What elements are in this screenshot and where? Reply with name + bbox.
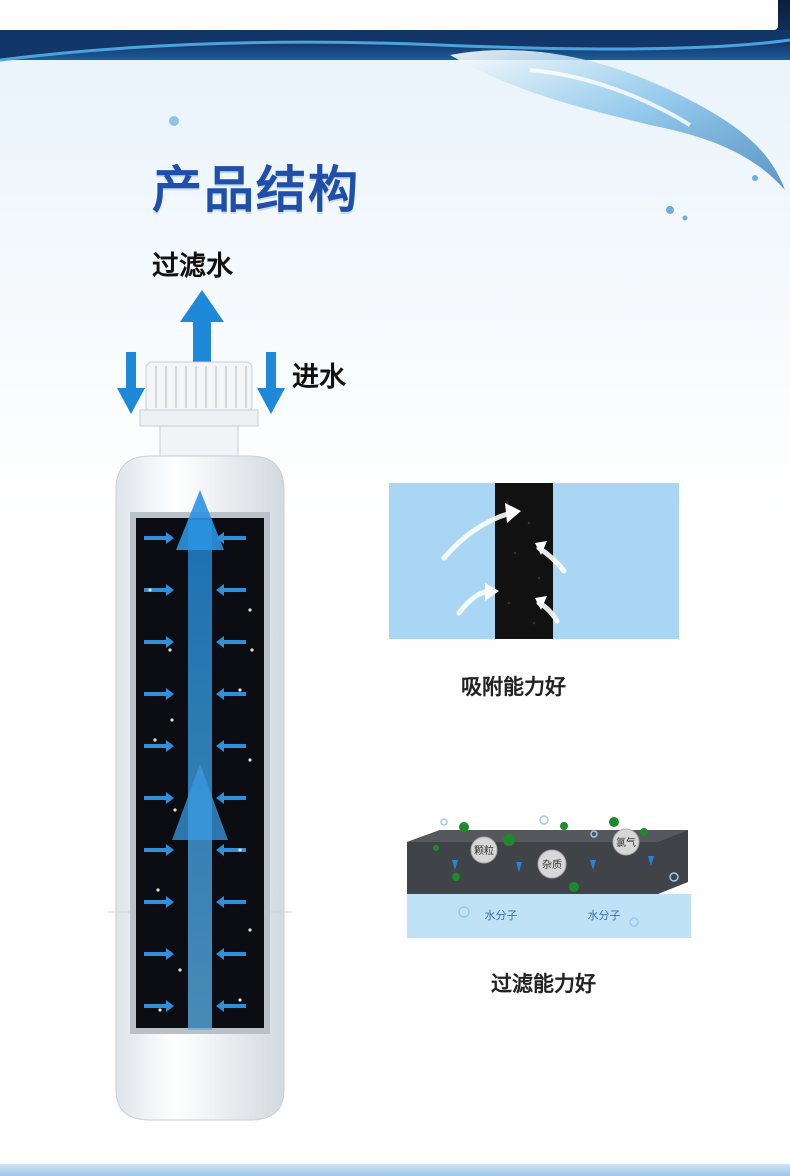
inflow-arrow-icon xyxy=(144,952,166,956)
inflow-arrow-icon xyxy=(144,536,166,540)
inflow-arrow-icon xyxy=(144,900,166,904)
carbon-speck xyxy=(170,718,174,722)
inflow-arrow-icon xyxy=(216,1000,224,1012)
inflow-arrow-icon xyxy=(166,1000,174,1012)
water-molecule-label-1: 水分子 xyxy=(485,909,518,922)
water-molecule-label-2: 水分子 xyxy=(588,909,621,922)
inflow-arrow-icon xyxy=(216,688,224,700)
inlet-arrow-left-icon xyxy=(117,352,145,414)
inflow-arrow-icon xyxy=(224,1004,246,1008)
inflow-arrow-icon xyxy=(166,688,174,700)
inlet-arrow-right-icon xyxy=(257,352,285,414)
carbon-speck xyxy=(148,588,152,592)
filter-cartridge-diagram xyxy=(108,290,292,1121)
inflow-arrow-icon xyxy=(216,896,224,908)
inflow-arrow-icon xyxy=(216,740,224,752)
inflow-arrow-icon xyxy=(144,1004,166,1008)
inflow-arrow-icon xyxy=(166,948,174,960)
chlorine-label: 氯气 xyxy=(616,836,636,849)
carbon-speck xyxy=(238,848,242,852)
filtration-illustration: 颗粒 杂质 氯气 水分子 水分子 xyxy=(407,815,691,938)
inflow-arrow-icon xyxy=(166,844,174,856)
particle-label: 颗粒 xyxy=(474,844,494,857)
inflow-arrow-icon xyxy=(144,588,166,592)
carbon-speck xyxy=(250,648,254,652)
inflow-arrow-icon xyxy=(224,588,246,592)
outlet-arrow-icon xyxy=(180,290,224,368)
carbon-speck xyxy=(248,928,252,932)
impurity-label: 杂质 xyxy=(542,859,562,871)
inflow-arrow-icon xyxy=(216,844,224,856)
carbon-speck xyxy=(158,1008,162,1012)
carbon-speck xyxy=(178,968,182,972)
inlet-label: 进水 xyxy=(292,362,346,393)
carbon-speck xyxy=(238,998,242,1002)
carbon-speck xyxy=(248,608,252,612)
inflow-arrow-icon xyxy=(144,744,166,748)
inflow-arrow-icon xyxy=(144,692,166,696)
inflow-arrow-icon xyxy=(166,584,174,596)
carbon-speck xyxy=(156,888,160,892)
inflow-arrow-icon xyxy=(224,640,246,644)
inflow-arrow-icon xyxy=(216,584,224,596)
inflow-arrow-icon xyxy=(224,796,246,800)
inflow-arrow-icon xyxy=(166,636,174,648)
inflow-arrow-icon xyxy=(166,896,174,908)
inflow-arrow-icon xyxy=(216,948,224,960)
header-white-panel xyxy=(0,0,778,30)
inflow-arrow-icon xyxy=(224,744,246,748)
adsorption-illustration xyxy=(389,483,679,639)
inflow-arrow-icon xyxy=(166,740,174,752)
carbon-speck xyxy=(238,688,242,692)
inflow-arrow-icon xyxy=(216,792,224,804)
water-splash-decoration xyxy=(450,49,785,221)
inflow-arrow-icon xyxy=(144,640,166,644)
inflow-arrow-icon xyxy=(224,536,246,540)
inflow-arrow-icon xyxy=(216,532,224,544)
page-title: 产品结构 xyxy=(152,161,360,219)
inflow-arrow-icon xyxy=(224,848,246,852)
water-wave-decoration xyxy=(0,30,790,62)
carbon-speck xyxy=(153,738,157,742)
outlet-label: 过滤水 xyxy=(152,251,233,282)
inflow-arrow-icon xyxy=(216,636,224,648)
carbon-speck xyxy=(248,758,252,762)
inflow-arrow-icon xyxy=(144,796,166,800)
inflow-arrow-icon xyxy=(224,692,246,696)
footer-band xyxy=(0,1164,790,1176)
adsorption-caption: 吸附能力好 xyxy=(461,675,566,699)
inflow-arrow-icon xyxy=(166,532,174,544)
inflow-arrow-icon xyxy=(224,900,246,904)
water-droplet-icon xyxy=(169,116,179,126)
inflow-arrow-icon xyxy=(224,952,246,956)
carbon-speck xyxy=(168,648,172,652)
carbon-speck xyxy=(173,808,177,812)
inflow-arrow-icon xyxy=(144,848,166,852)
inflow-arrow-icon xyxy=(166,792,174,804)
filtration-caption: 过滤能力好 xyxy=(491,972,596,996)
